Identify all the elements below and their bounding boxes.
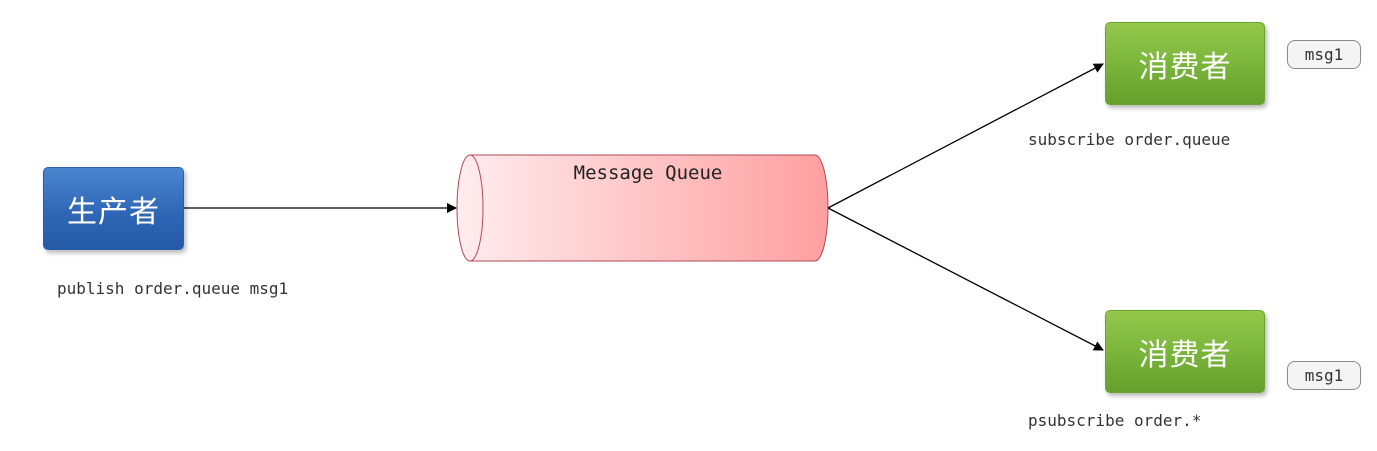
consumer-label-1: 消费者 — [1138, 49, 1232, 85]
consumer-label-2: 消费者 — [1138, 337, 1232, 373]
subscribe-command: subscribe order.queue — [1028, 130, 1231, 149]
arrow-queue-to-consumer-2 — [827, 207, 1104, 351]
producer-node: 生产者 — [43, 167, 184, 250]
arrow-queue-to-consumer-1 — [827, 63, 1104, 209]
queue-label: Message Queue — [573, 162, 723, 184]
message-tag-2: msg1 — [1287, 361, 1361, 390]
queue-cylinder — [456, 154, 829, 262]
producer-label: 生产者 — [67, 194, 160, 230]
psubscribe-command: psubscribe order.* — [1028, 411, 1202, 430]
queue-cylinder-body — [456, 154, 829, 262]
consumer-node-2: 消费者 — [1105, 310, 1265, 393]
consumer-node-1: 消费者 — [1105, 22, 1265, 105]
message-tag-1: msg1 — [1287, 40, 1361, 69]
publish-command: publish order.queue msg1 — [57, 279, 289, 298]
queue-cylinder-left-rim — [469, 154, 484, 262]
